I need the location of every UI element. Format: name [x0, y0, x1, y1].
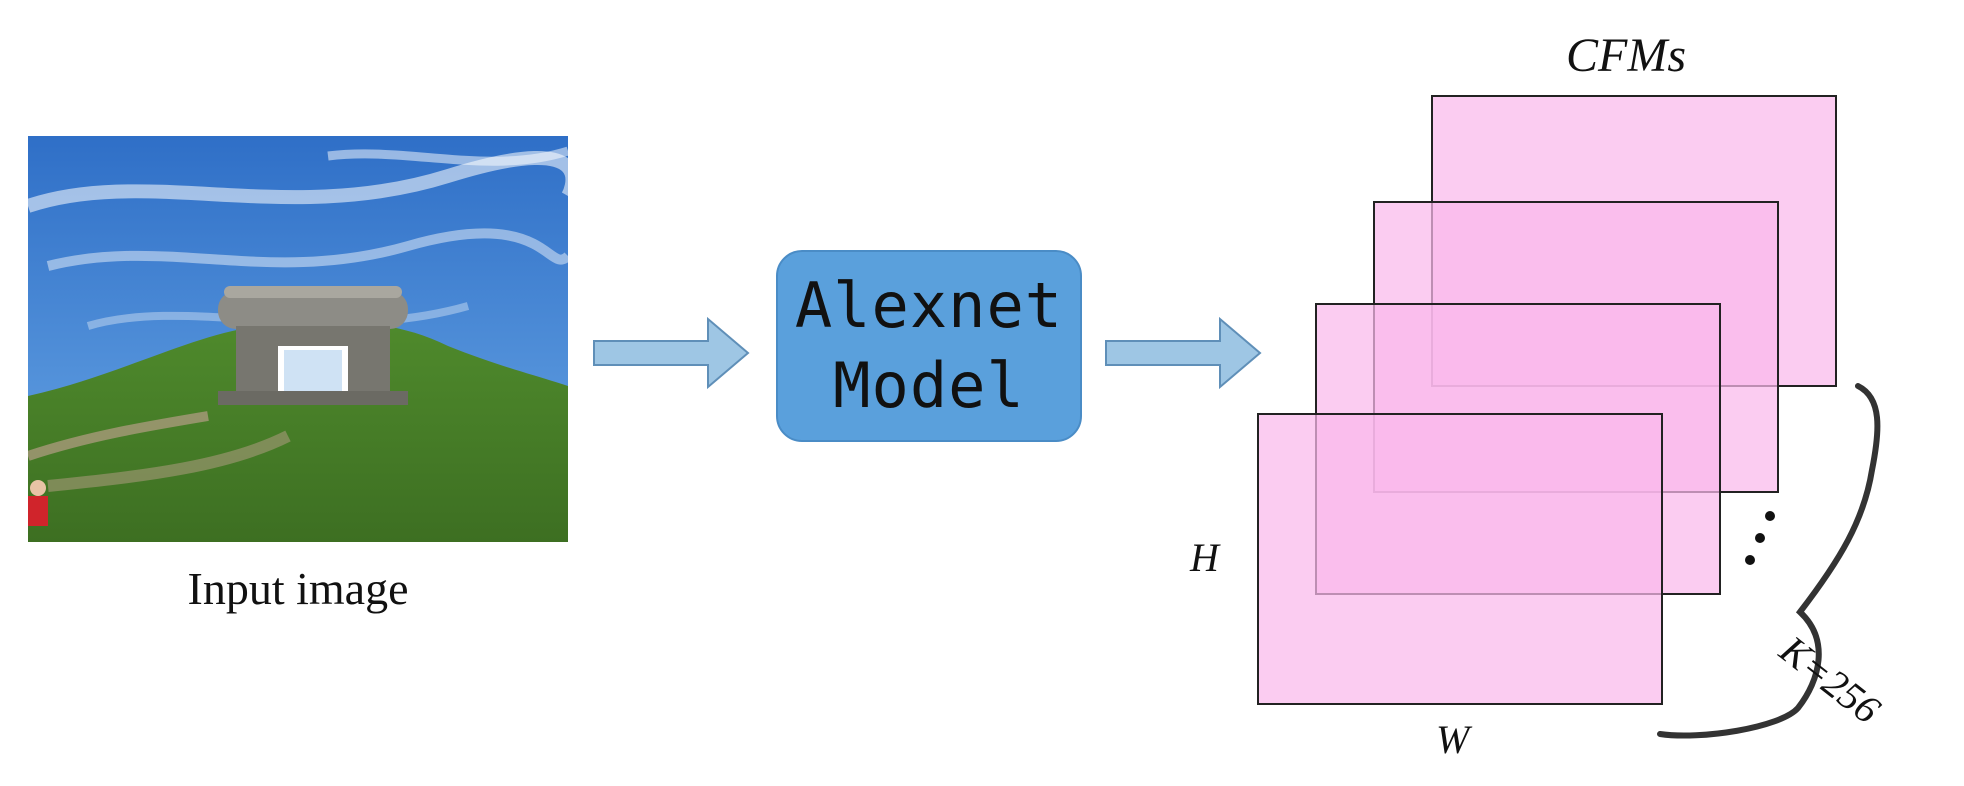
ellipsis-dot: [1765, 511, 1775, 521]
model-name-line-1: Alexnet: [794, 269, 1064, 342]
ellipsis-dot: [1745, 555, 1755, 565]
arrow-right-icon: [593, 316, 750, 390]
cfms-title: CFMs: [1566, 29, 1686, 82]
arrow-shape: [593, 316, 750, 390]
input-image-caption: Input image: [187, 563, 409, 614]
arrow-right-icon: [1105, 316, 1262, 390]
alexnet-model-box: Alexnet Model: [776, 250, 1082, 442]
model-name-line-2: Model: [833, 349, 1025, 422]
height-label: H: [1190, 535, 1219, 580]
width-label: W: [1436, 717, 1470, 762]
arrow-shape: [1105, 316, 1262, 390]
ellipsis-dot: [1755, 533, 1765, 543]
input-image: [28, 136, 568, 542]
curly-brace: [1657, 383, 1881, 739]
feature-map-4: [1257, 413, 1663, 705]
